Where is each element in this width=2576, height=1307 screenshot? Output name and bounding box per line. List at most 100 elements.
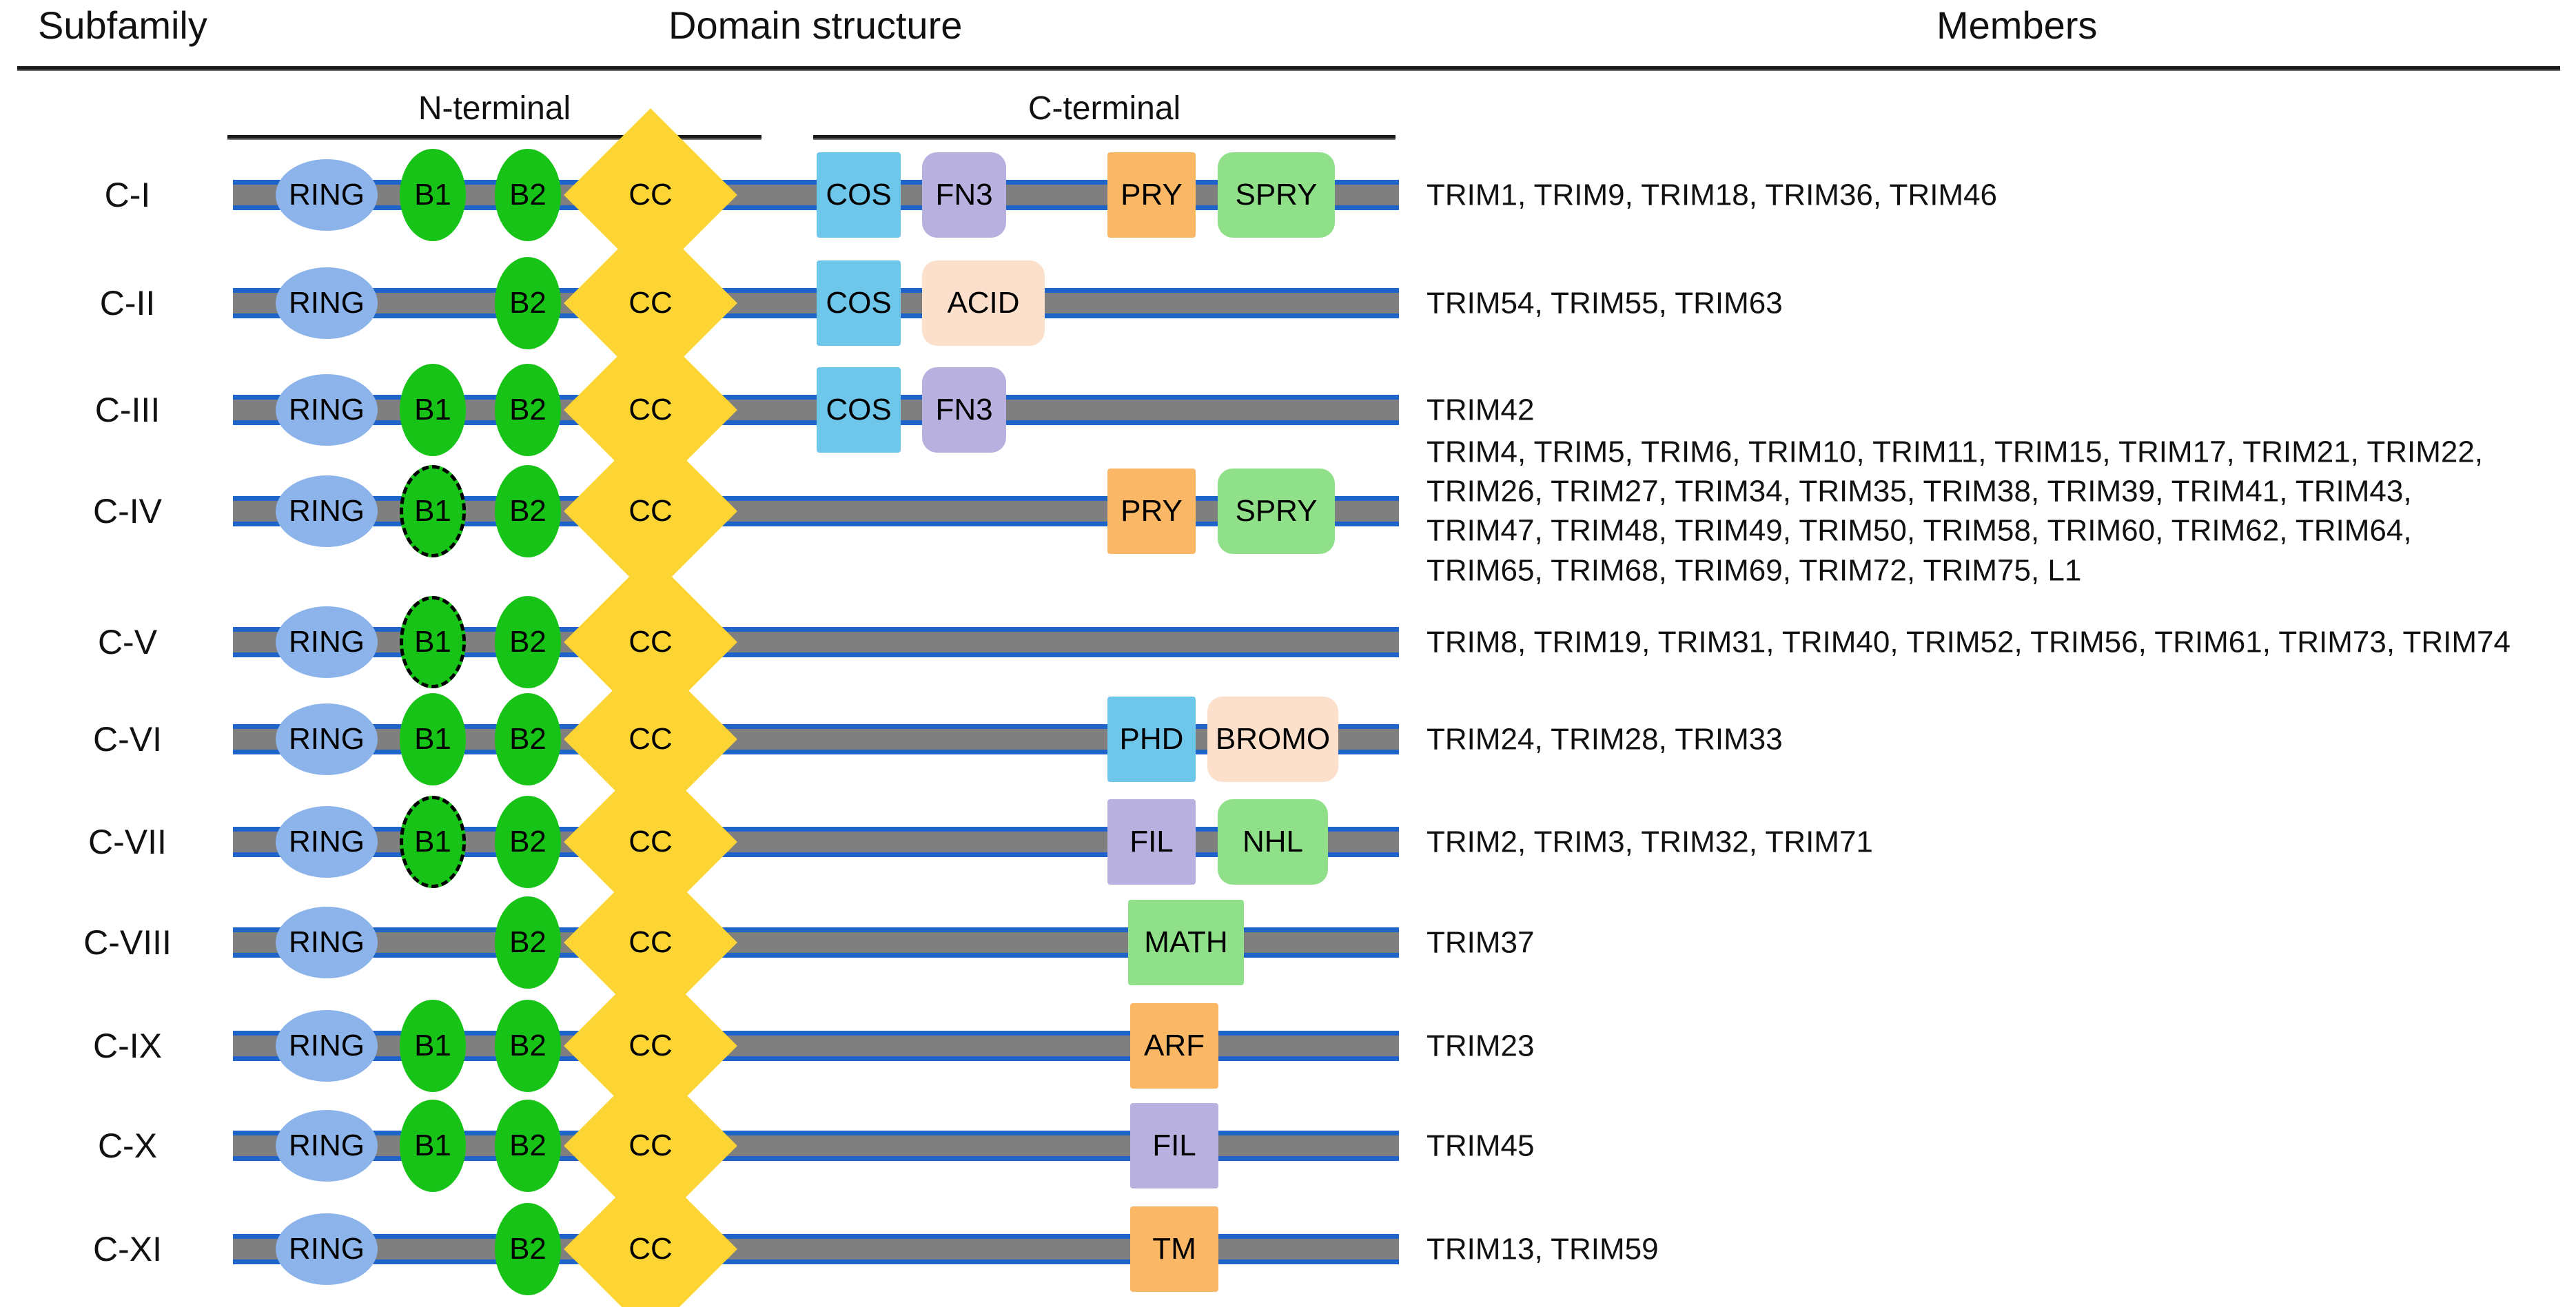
domain-label: CC (628, 1129, 673, 1162)
members-list: TRIM23 (1427, 1029, 1535, 1063)
n-terminal-underline (227, 135, 761, 140)
domain-math: MATH (1128, 900, 1244, 985)
domain-b2: B2 (495, 693, 561, 785)
domain-label: CC (628, 722, 673, 756)
protein-backbone (233, 288, 1399, 318)
domain-label: FIL (1129, 825, 1174, 858)
domain-cc: CC (564, 652, 737, 826)
domain-spry: SPRY (1218, 152, 1335, 238)
domain-pry: PRY (1107, 469, 1196, 554)
domain-label: MATH (1144, 925, 1228, 959)
domain-ring: RING (276, 374, 378, 446)
domain-label: B2 (509, 722, 546, 756)
domain-label: NHL (1242, 825, 1304, 858)
domain-b2: B2 (495, 149, 561, 241)
domain-label: COS (826, 393, 892, 426)
domain-cc: CC (564, 555, 737, 729)
domain-cc: CC (564, 323, 737, 497)
domain-label: RING (289, 825, 365, 858)
domain-spry: SPRY (1218, 469, 1335, 554)
domain-label: B2 (509, 925, 546, 959)
subfamily-label: C-III (94, 391, 161, 429)
domain-label: B2 (509, 178, 546, 212)
domain-label: ARF (1144, 1029, 1205, 1062)
domain-b2: B2 (495, 896, 561, 989)
domain-label: B2 (509, 625, 546, 659)
domain-acid: ACID (922, 260, 1045, 346)
domain-fil: FIL (1107, 799, 1196, 885)
domain-cc: CC (564, 755, 737, 929)
domain-label: B1 (414, 1029, 451, 1062)
domain-label: CC (628, 925, 673, 959)
domain-cos: COS (817, 367, 901, 453)
domain-label: B1 (414, 825, 451, 858)
domain-cc: CC (564, 424, 737, 598)
domain-label: PRY (1121, 494, 1183, 528)
domain-ring: RING (276, 907, 378, 978)
domain-ring: RING (276, 1213, 378, 1285)
domain-cos: COS (817, 152, 901, 238)
domain-b1: B1 (400, 1100, 466, 1192)
domain-b1: B1 (400, 364, 466, 456)
domain-label: TM (1152, 1232, 1196, 1266)
members-list: TRIM1, TRIM9, TRIM18, TRIM36, TRIM46 (1427, 178, 1998, 212)
domain-label: B1 (414, 393, 451, 426)
domain-label: PHD (1119, 722, 1184, 756)
domain-pry: PRY (1107, 152, 1196, 238)
column-header-subfamily: Subfamily (38, 3, 207, 47)
domain-label: RING (289, 1029, 365, 1062)
members-list: TRIM13, TRIM59 (1427, 1232, 1659, 1266)
domain-label: B2 (509, 494, 546, 528)
domain-label: RING (289, 494, 365, 528)
domain-fn3: FN3 (922, 152, 1006, 238)
domain-bromo: BROMO (1207, 697, 1338, 782)
domain-label: FN3 (935, 178, 993, 212)
domain-b2: B2 (495, 596, 561, 688)
domain-label: B2 (509, 1029, 546, 1062)
domain-b1: B1 (400, 149, 466, 241)
domain-label: CC (628, 494, 673, 528)
protein-backbone (233, 1234, 1399, 1264)
domain-cc: CC (564, 108, 737, 282)
domain-label: PRY (1121, 178, 1183, 212)
domain-label: RING (289, 1232, 365, 1266)
domain-b2: B2 (495, 1100, 561, 1192)
subfamily-label: C-XI (93, 1230, 162, 1268)
subfamily-label: C-VIII (83, 923, 172, 962)
domain-label: B1 (414, 1129, 451, 1162)
domain-label: CC (628, 825, 673, 858)
domain-ring: RING (276, 159, 378, 231)
domain-b1: B1 (400, 596, 466, 688)
domain-ring: RING (276, 806, 378, 878)
domain-label: RING (289, 625, 365, 659)
domain-label: RING (289, 393, 365, 426)
domain-label: SPRY (1235, 494, 1318, 528)
domain-cc: CC (564, 1059, 737, 1233)
domain-label: CC (628, 1029, 673, 1062)
members-list: TRIM45 (1427, 1129, 1535, 1163)
domain-label: RING (289, 286, 365, 320)
subfamily-label: C-X (97, 1126, 158, 1165)
header-divider-rule (17, 66, 2560, 71)
domain-nhl: NHL (1218, 799, 1328, 885)
domain-b2: B2 (495, 1000, 561, 1092)
domain-b2: B2 (495, 1203, 561, 1295)
members-list: TRIM54, TRIM55, TRIM63 (1427, 286, 1783, 320)
domain-label: FIL (1152, 1129, 1196, 1162)
domain-label: B1 (414, 178, 451, 212)
domain-ring: RING (276, 606, 378, 678)
domain-ring: RING (276, 475, 378, 547)
domain-label: FN3 (935, 393, 993, 426)
domain-cc: CC (564, 216, 737, 390)
domain-label: B2 (509, 1232, 546, 1266)
domain-tm: TM (1130, 1206, 1218, 1292)
domain-label: B1 (414, 722, 451, 756)
domain-label: CC (628, 1232, 673, 1266)
domain-ring: RING (276, 703, 378, 775)
domain-label: SPRY (1235, 178, 1318, 212)
domain-arf: ARF (1130, 1003, 1218, 1089)
domain-ring: RING (276, 267, 378, 339)
members-list: TRIM8, TRIM19, TRIM31, TRIM40, TRIM52, T… (1427, 625, 2511, 659)
domain-label: COS (826, 178, 892, 212)
